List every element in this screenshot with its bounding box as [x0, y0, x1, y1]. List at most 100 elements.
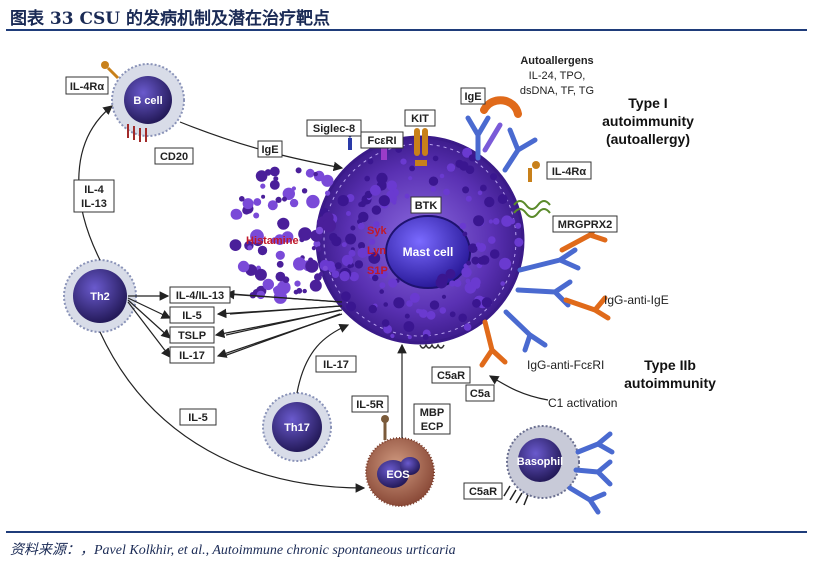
type2b-line2: autoimmunity	[624, 375, 716, 391]
basophil-ige-icons	[567, 431, 615, 515]
histamine-granule	[282, 196, 287, 202]
granule	[369, 268, 377, 276]
ige-arrow-label: IgE	[261, 144, 278, 156]
granule	[453, 279, 462, 288]
granule	[490, 173, 498, 181]
granule	[364, 190, 373, 199]
histamine-granule	[253, 212, 260, 219]
granule	[446, 163, 456, 172]
histamine-granule	[229, 239, 242, 252]
histamine-granule	[262, 278, 274, 291]
basophil-label: Basophil	[517, 456, 563, 468]
granule	[400, 158, 407, 165]
igg-anti-ige-label: IgG-anti-IgE	[604, 293, 669, 307]
histamine-granule	[247, 245, 253, 251]
granule	[346, 301, 357, 312]
granule	[379, 289, 385, 294]
granule	[492, 218, 500, 225]
granule	[409, 292, 420, 303]
granule	[484, 196, 495, 208]
granule	[499, 257, 512, 270]
il4ra-mast-receptor-icon	[528, 161, 540, 182]
granule	[465, 195, 472, 202]
granule	[422, 334, 429, 340]
granule	[358, 211, 369, 223]
granule	[468, 154, 476, 162]
mast-cell-label: Mast cell	[403, 245, 454, 259]
granule	[489, 249, 500, 259]
granule	[364, 175, 371, 182]
il13-left-label: IL-13	[81, 198, 107, 210]
granule	[334, 262, 342, 270]
granule	[339, 271, 350, 282]
granule	[462, 147, 473, 158]
histamine-granule	[294, 280, 301, 287]
granule	[481, 297, 493, 308]
granule	[350, 225, 356, 231]
granule	[428, 176, 439, 186]
free-texts: Autoallergens IL-24, TPO, dsDNA, TF, TG …	[520, 55, 716, 410]
granule	[437, 273, 448, 285]
histamine-granule	[313, 240, 321, 248]
granule	[368, 304, 377, 314]
syk-label: Syk	[367, 225, 387, 237]
granule	[371, 205, 382, 215]
title-rule	[6, 29, 807, 31]
s1p-label: S1P	[367, 265, 388, 277]
histamine-granule	[313, 171, 318, 177]
granule	[329, 232, 338, 242]
histamine-granule	[250, 229, 264, 244]
granule	[488, 219, 493, 224]
histamine-granule	[302, 288, 307, 294]
granule	[458, 313, 468, 323]
histamine-granule	[230, 208, 242, 220]
granule	[463, 323, 472, 331]
histamine-granule	[305, 168, 315, 178]
histamine-granule	[322, 218, 337, 233]
il17-label: IL-17	[179, 350, 205, 362]
histamine-granule	[289, 198, 299, 208]
kit-receptor-icon	[414, 128, 428, 156]
granule	[461, 267, 472, 278]
histamine-granule	[311, 246, 316, 251]
label-boxes	[65, 76, 618, 500]
histamine-granule	[273, 176, 279, 182]
granule	[418, 309, 424, 314]
histamine-granule	[316, 246, 322, 252]
c5a-label: C5a	[470, 388, 491, 400]
granule	[509, 218, 516, 225]
btk-marker	[415, 160, 427, 166]
granule	[388, 278, 398, 288]
granule	[341, 254, 353, 267]
c5ar-basophil-receptor-icon	[503, 485, 529, 506]
mrgprx2-receptor-icon	[513, 200, 551, 218]
igg-anti-fceri-icons	[479, 319, 508, 368]
histamine-granule	[275, 250, 285, 260]
granule	[459, 222, 467, 230]
autoallergens-title: Autoallergens	[520, 55, 593, 67]
granule	[515, 222, 522, 229]
granule	[471, 256, 480, 265]
granule	[468, 243, 478, 253]
basophil-cell	[506, 425, 580, 499]
granule	[354, 260, 364, 269]
granule	[439, 173, 445, 179]
il4-left-label: IL-4	[84, 184, 104, 196]
granule	[370, 184, 381, 196]
granule	[462, 231, 468, 237]
granule	[381, 319, 390, 327]
granule	[403, 321, 415, 332]
histamine-granule	[315, 226, 324, 235]
cd20-receptor-icon	[127, 124, 147, 142]
granule	[462, 186, 470, 194]
granule	[392, 200, 397, 205]
histamine-granule	[298, 227, 312, 241]
histamine-granule	[282, 187, 295, 200]
eos-cell	[365, 437, 435, 507]
il5r-receptor-icon	[381, 415, 389, 440]
granule	[477, 190, 483, 196]
granule	[348, 249, 356, 257]
c1-activation-label: C1 activation	[548, 396, 617, 410]
histamine-granule	[301, 188, 308, 194]
